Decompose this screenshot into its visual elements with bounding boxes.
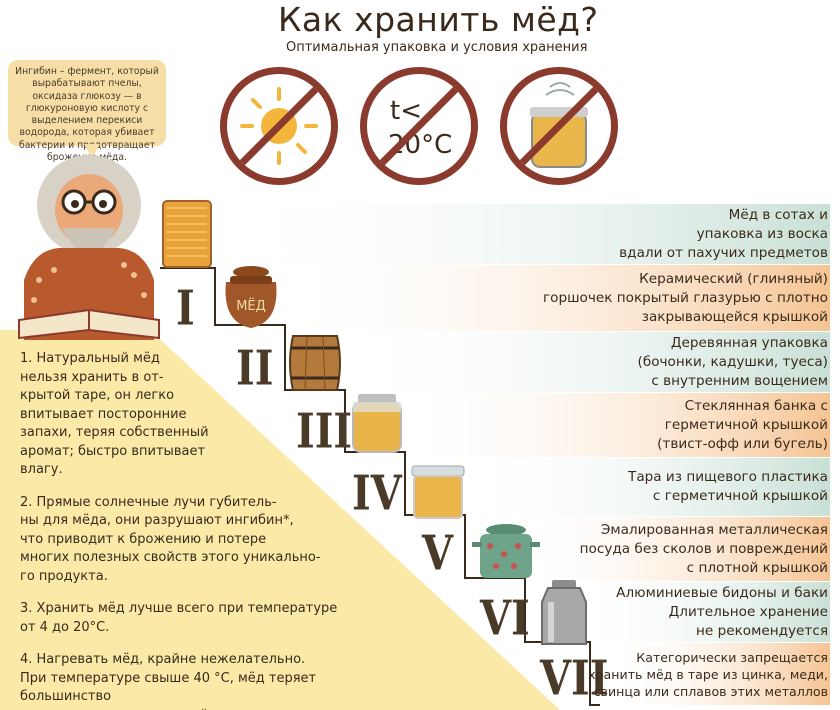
plastic-container-icon xyxy=(411,465,465,519)
speech-bubble: Ингибин – фермент, который вырабатывают … xyxy=(8,60,166,163)
enamel-pot-icon xyxy=(472,524,540,578)
step-numeral-5: V xyxy=(422,525,454,582)
step-text-5: Тара из пищевого пластика с герметичной … xyxy=(628,469,828,504)
speech-bubble-tail xyxy=(84,144,100,158)
step-text-2: Керамический (глиняный) горшочек покрыты… xyxy=(542,270,828,325)
glass-jar-icon xyxy=(352,394,402,453)
step-text-7: Алюминиевые бидоны и баки Длительное хра… xyxy=(616,584,828,639)
svg-text:t<: t< xyxy=(390,96,422,126)
step-numeral-7: VII xyxy=(540,650,609,707)
no-open-jar-icon xyxy=(500,67,618,185)
fact-item-1: 1. Натуральный мёд нельзя хранить в от- … xyxy=(20,351,209,477)
no-sun-icon xyxy=(220,67,338,185)
step-numeral-6: VI xyxy=(480,590,530,647)
step-text-3: Деревянная упаковка (бочонки, кадушки, т… xyxy=(637,334,828,389)
fact-item-2: 2. Прямые солнечные лучи губитель- ны дл… xyxy=(20,494,321,584)
step-text-1: Мёд в сотах и упаковка из воска вдали от… xyxy=(619,206,828,261)
aluminium-can-icon xyxy=(541,580,587,645)
facts-list: 1. Натуральный мёд нельзя хранить в от- … xyxy=(20,350,340,710)
temperature-icon: t< 20°C xyxy=(360,67,478,185)
step-numeral-2: II xyxy=(236,340,274,397)
page-subtitle: Оптимальная упаковка и условия хранения xyxy=(286,40,588,55)
fact-item-3: 3. Хранить мёд лучше всего при температу… xyxy=(20,601,338,635)
step-numeral-1: I xyxy=(176,280,195,337)
page-title: Как хранить мёд? xyxy=(278,0,599,39)
fact-item-4: 4. Нагревать мёд, крайне нежелательно. П… xyxy=(20,652,317,710)
step-numeral-4: IV xyxy=(352,465,402,522)
ceramic-pot-icon: МЁД xyxy=(225,266,277,328)
beekeeper-illustration xyxy=(18,155,160,340)
honeycomb-icon xyxy=(162,200,212,268)
step-numeral-3: III xyxy=(296,403,353,460)
step-text-6: Эмалированная металлическая посуда без с… xyxy=(579,521,828,576)
svg-text:МЁД: МЁД xyxy=(236,298,266,314)
step-text-4: Стеклянная банка с герметичной крышкой (… xyxy=(657,397,828,452)
wooden-barrel-icon xyxy=(289,335,341,391)
step-text-8: Категорически запрещается хранить мёд в … xyxy=(588,649,828,699)
